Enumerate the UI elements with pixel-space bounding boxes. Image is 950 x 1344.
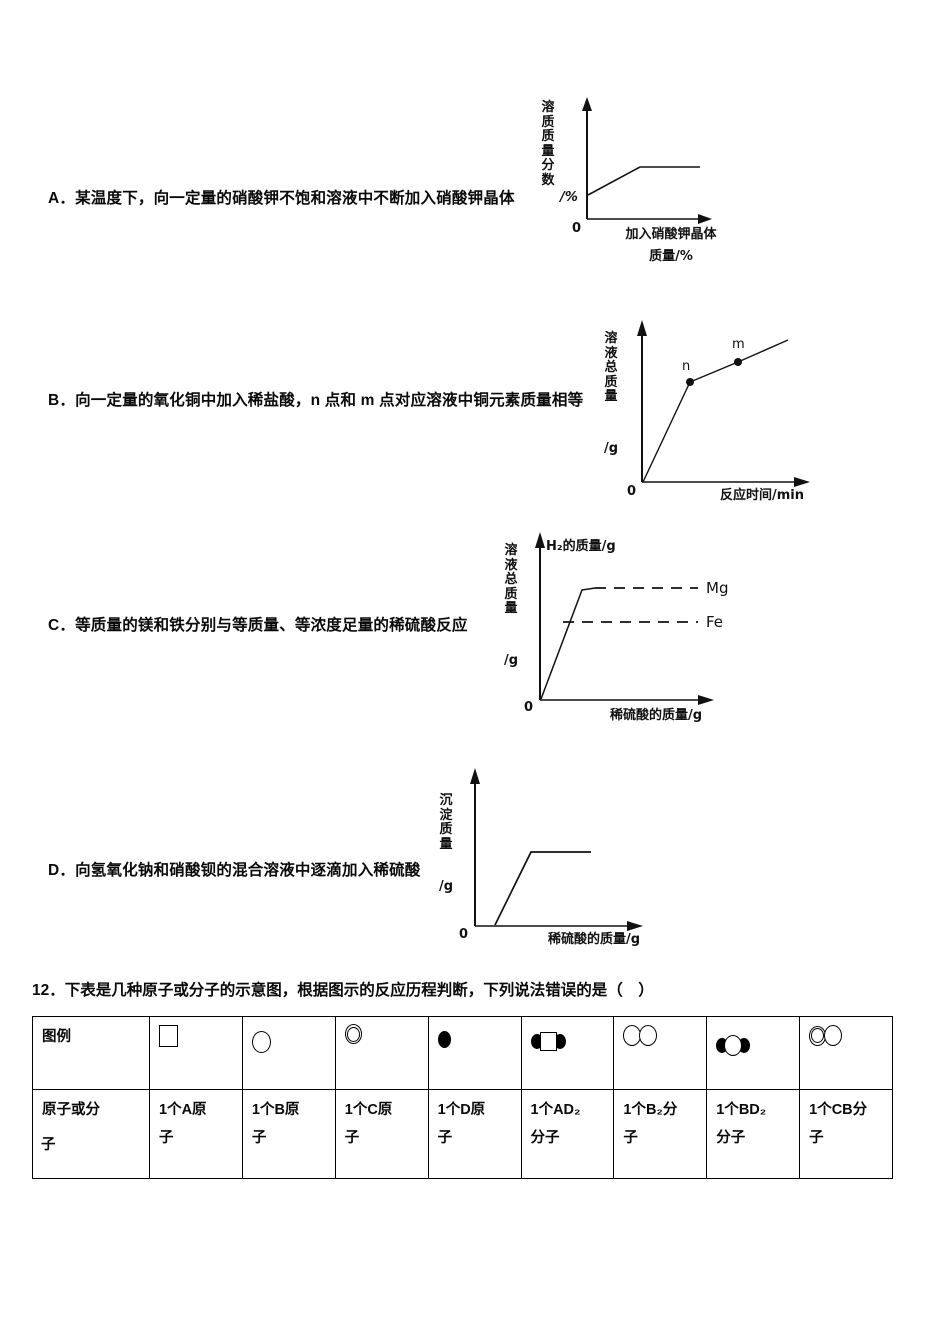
figure-a-x-axis-label-line2: 质量/% (649, 249, 693, 264)
figure-c-svg: Mg Fe (535, 532, 728, 705)
series-label-mg: Mg (706, 579, 728, 597)
figure-b-y-unit: /g (603, 441, 619, 456)
x-axis-arrow (627, 921, 643, 931)
question-12-stem: 12．下表是几种原子或分子的示意图，根据图示的反应历程判断，下列说法错误的是（ … (32, 982, 654, 999)
series-label-fe: Fe (706, 613, 723, 631)
desc-cell-a: 1个A原 子 (149, 1089, 243, 1179)
figure-b-y-axis-label: 溶 液 总 质 量 (604, 331, 618, 405)
figure-c-y-unit: /g (503, 653, 519, 668)
data-point-n (686, 378, 694, 386)
option-a-text: A．某温度下，向一定量的硝酸钾不饱和溶液中不断加入硝酸钾晶体 (48, 190, 515, 207)
dot-square-dot-icon (530, 1032, 566, 1051)
desc-cell-ad2: 1个AD₂ 分子 (520, 1089, 615, 1179)
series-line-mg-solid (540, 587, 596, 700)
legend-cell-ad2 (520, 1016, 615, 1090)
legend-cell-d (427, 1016, 522, 1090)
desc-d-line2: 子 (437, 1130, 453, 1147)
y-axis-arrow (470, 768, 480, 784)
desc-a-line2: 子 (159, 1130, 174, 1147)
x-axis-arrow (794, 477, 810, 487)
figure-a-origin-label: 0 (572, 221, 582, 236)
figure-d-x-axis-label: 稀硫酸的质量/g (548, 932, 641, 947)
legend-cell-bd2 (706, 1016, 801, 1090)
table-row-description: 原子或分 1个A原 子 1个B原 子 1个C原 子 1个D原 子 1个AD₂ 分… (32, 1089, 893, 1179)
desc-cell-cb: 1个CB分 子 (799, 1089, 893, 1179)
desc-ad2-line2: 分子 (530, 1130, 560, 1147)
x-axis-arrow (698, 695, 714, 705)
desc-bd2-line2: 分子 (716, 1130, 746, 1147)
dot-circle-dot-icon (716, 1035, 751, 1056)
legend-table: 图例 (32, 1016, 893, 1179)
desc-cell-bd2: 1个BD₂ 分子 (706, 1089, 801, 1179)
desc-cell-b2: 1个B₂分 子 (613, 1089, 708, 1179)
figure-b-x-axis-label: 反应时间/min (720, 488, 805, 503)
figure-d: 沉 淀 质 量 /g 0 稀硫酸的质量/g (439, 768, 675, 948)
desc-c-line2: 子 (344, 1130, 360, 1147)
figure-c-top-label: H₂的质量/g (546, 539, 616, 554)
desc-cb-line1: 1个CB分 (809, 1102, 868, 1118)
figure-b: n m 溶 液 总 质 量 /g 0 反应时间/min (604, 318, 835, 508)
figure-a: 溶 质 质 量 分 数 /% 0 加入硝酸钾晶体 质量/% (541, 95, 750, 264)
desc-cell-b: 1个B原 子 (241, 1089, 336, 1179)
double-circle-circle-icon (809, 1025, 843, 1046)
series-line (642, 339, 789, 483)
y-axis-arrow (637, 320, 647, 336)
figure-c: Mg Fe 溶 液 总 质 量 /g H₂的质量/g 0 稀硫酸的质量/g (504, 528, 745, 723)
data-point-m (734, 358, 742, 366)
desc-cb-line2: 子 (809, 1130, 824, 1147)
desc-b-line1: 1个B原 (251, 1102, 300, 1118)
legend-cell-b (241, 1016, 336, 1090)
data-point-n-label: n (682, 359, 690, 374)
desc-c-line1: 1个C原 (344, 1102, 393, 1118)
figure-d-y-unit: /g (438, 879, 454, 894)
row-header-line2: 子 (41, 1137, 56, 1153)
figure-d-svg (470, 768, 643, 931)
figure-b-origin-label: 0 (627, 484, 637, 499)
desc-ad2-line1: 1个AD₂ (530, 1102, 581, 1118)
circle-double-icon (344, 1024, 362, 1044)
legend-cell-b2 (613, 1016, 708, 1090)
square-open-icon (159, 1025, 178, 1047)
series-line (494, 851, 591, 926)
figure-c-x-axis-label: 稀硫酸的质量/g (610, 708, 703, 723)
data-point-m-label: m (732, 337, 745, 352)
figure-a-y-axis-label: 溶 质 质 量 分 数 (541, 100, 555, 188)
row-header-atoms-molecules: 原子或分 (32, 1089, 150, 1179)
option-d-text: D．向氢氧化钠和硝酸钡的混合溶液中逐滴加入稀硫酸 (48, 862, 421, 879)
legend-cell-a (149, 1016, 243, 1090)
circle-open-icon (251, 1031, 271, 1053)
row-header-legend: 图例 (32, 1016, 150, 1090)
figure-c-origin-label: 0 (524, 700, 534, 715)
row-header-line1: 原子或分 (42, 1102, 100, 1118)
desc-cell-d: 1个D原 子 (427, 1089, 522, 1179)
figure-a-svg (582, 97, 712, 224)
x-axis-arrow (698, 214, 712, 224)
legend-cell-c (334, 1016, 429, 1090)
circle-circle-open-icon (623, 1025, 658, 1046)
desc-cell-c: 1个C原 子 (334, 1089, 429, 1179)
figure-b-svg: n m (637, 320, 810, 487)
legend-cell-cb (799, 1016, 893, 1090)
figure-d-y-axis-label: 沉 淀 质 量 (439, 793, 453, 852)
table-row-legend: 图例 (32, 1016, 893, 1090)
figure-a-x-axis-label-line1: 加入硝酸钾晶体 (625, 227, 717, 242)
y-axis-arrow (582, 97, 592, 111)
series-line (587, 166, 700, 196)
desc-bd2-line1: 1个BD₂ (716, 1102, 767, 1118)
option-c-text: C．等质量的镁和铁分别与等质量、等浓度足量的稀硫酸反应 (48, 617, 468, 634)
desc-d-line1: 1个D原 (437, 1102, 486, 1118)
desc-b2-line2: 子 (623, 1130, 638, 1147)
desc-a-line1: 1个A原 (159, 1102, 207, 1118)
option-b-text: B．向一定量的氧化铜中加入稀盐酸，n 点和 m 点对应溶液中铜元素质量相等 (48, 392, 584, 409)
desc-b-line2: 子 (251, 1130, 267, 1147)
y-axis-arrow (535, 532, 545, 548)
figure-c-y-axis-label: 溶 液 总 质 量 (504, 543, 518, 617)
desc-b2-line1: 1个B₂分 (623, 1102, 678, 1118)
figure-d-origin-label: 0 (459, 927, 469, 942)
circle-filled-icon (437, 1031, 451, 1048)
figure-a-y-unit: /% (560, 190, 578, 205)
